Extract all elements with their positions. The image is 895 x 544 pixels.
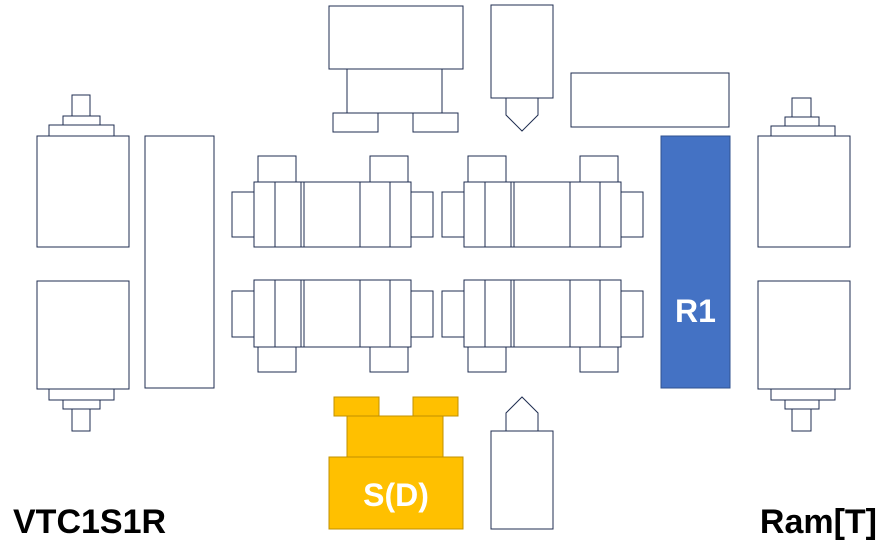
r1-bar (660, 135, 731, 389)
module-top-left (231, 155, 434, 248)
module-bottom-left (231, 279, 434, 373)
tall-left-box (144, 135, 215, 389)
module-top-right (441, 155, 644, 248)
left-lower-unit (36, 280, 130, 432)
sd-block (328, 396, 464, 530)
sd-label: S(D) (363, 477, 429, 513)
left-upper-unit (36, 94, 130, 248)
r1-label: R1 (675, 293, 716, 329)
right-upper-unit (757, 97, 851, 248)
left-title: VTC1S1R (13, 503, 167, 541)
top-pointed-box (490, 4, 554, 132)
top-block (328, 5, 464, 133)
bottom-pointed-box (490, 396, 554, 530)
right-lower-unit (757, 280, 851, 432)
module-bottom-right (441, 279, 644, 373)
top-right-box (570, 72, 730, 128)
right-title: Ram[T] (759, 503, 877, 541)
